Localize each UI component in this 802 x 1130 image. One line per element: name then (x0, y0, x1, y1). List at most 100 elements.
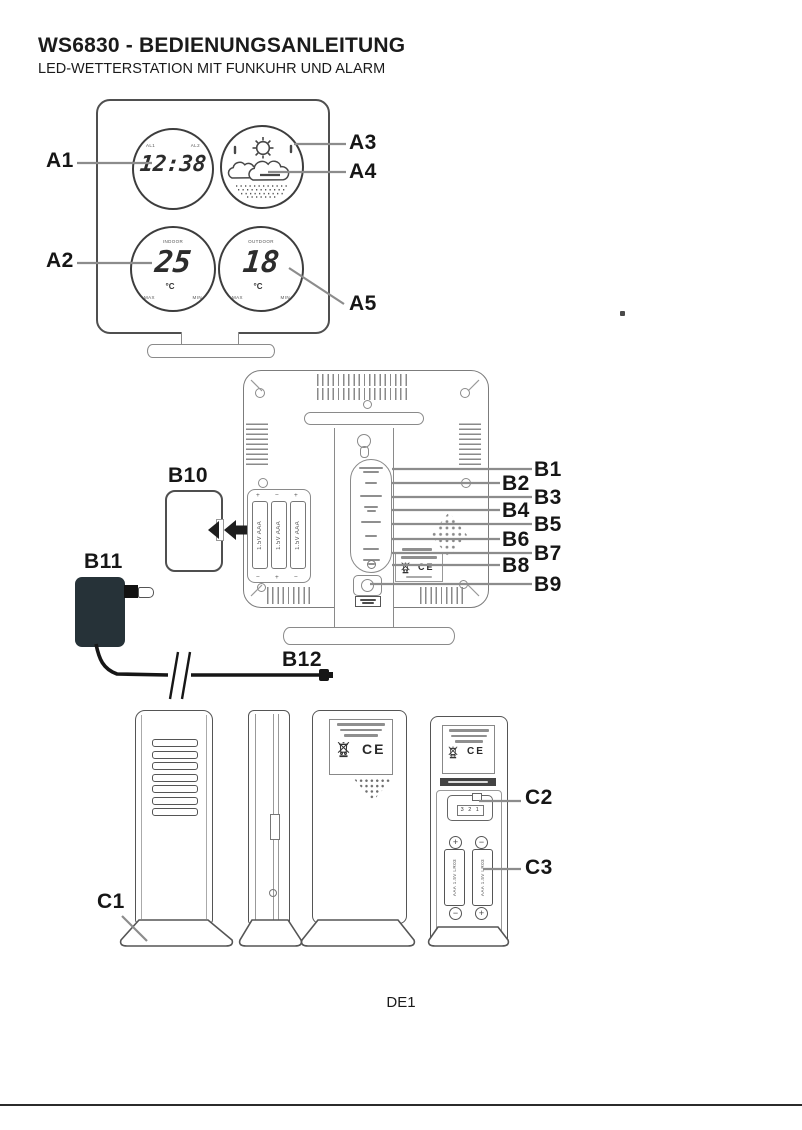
sensor-back-view: CE (312, 710, 407, 924)
battery-polarity-plus: + (449, 836, 462, 849)
bottom-vent-slots (267, 587, 311, 604)
sensor-side-screw (269, 889, 277, 897)
button-row (351, 503, 391, 516)
callout-label-b7: B7 (534, 542, 562, 565)
alarm1-indicator: AL1 (146, 143, 156, 148)
battery-cover-tab (216, 519, 224, 541)
sensor-battery: AAA 1.5V LR03 (444, 849, 465, 906)
rain-dots-icon (236, 185, 288, 198)
indoor-temp-display: INDOOR 25 °C MAX MIN (130, 226, 216, 312)
callout-label-b11: B11 (84, 550, 123, 573)
label-smudge (402, 548, 432, 551)
indoor-temp-value: 25 (153, 245, 193, 280)
callout-label-a3: A3 (349, 131, 377, 154)
battery-aaa: 1.5V AAA (252, 501, 268, 569)
callout-label-a4: A4 (349, 160, 377, 183)
weee-bin-icon (337, 741, 350, 757)
bottom-vent-slots (420, 587, 464, 604)
button-row (351, 463, 391, 476)
battery-aaa: 1.5V AAA (290, 501, 306, 569)
indoor-temp-unit: °C (165, 282, 175, 291)
callout-label-b4: B4 (502, 499, 530, 522)
callout-label-b10: B10 (168, 464, 209, 487)
callout-label-b6: B6 (502, 528, 530, 551)
min-indicator: MIN (280, 295, 290, 300)
outdoor-caption: OUTDOOR (248, 239, 274, 244)
alarm2-indicator: AL2 (190, 143, 200, 148)
weather-display (220, 125, 304, 209)
top-vent-slots (317, 388, 407, 400)
station-front-stand-base (147, 344, 275, 358)
battery-polarity: − (275, 492, 279, 499)
button-row (351, 542, 391, 555)
max-indicator: MAX (144, 295, 155, 300)
callout-label-b8: B8 (502, 554, 530, 577)
dc-rating-label (355, 596, 381, 607)
screw-hole (258, 478, 268, 488)
callout-label-c2: C2 (525, 786, 553, 809)
callout-label-a5: A5 (349, 292, 377, 315)
sensor-front-view (135, 710, 213, 924)
adapter-plug-tip (138, 587, 154, 598)
ce-mark: CE (467, 746, 485, 757)
outdoor-temp-display: OUTDOOR 18 °C MAX MIN (218, 226, 304, 312)
button-row (351, 476, 391, 489)
min-indicator: MIN (192, 295, 202, 300)
cable-break-marks (180, 651, 192, 700)
callout-label-b12: B12 (282, 648, 323, 671)
cloud-icon (227, 160, 290, 181)
sensor-back-open-view: CE 3 2 1 + − AAA 1.5V LR03 AAA 1.5V LR03… (430, 716, 508, 944)
outdoor-temp-unit: °C (253, 282, 263, 291)
side-vent-slots (459, 420, 481, 465)
battery-polarity: − (294, 574, 298, 581)
alarm-indicators: AL1 AL2 (146, 143, 200, 148)
button-row (351, 489, 391, 502)
channel-digits: 3 2 1 (457, 805, 484, 816)
top-vent-slots (317, 374, 407, 386)
channel-switch-slider (472, 793, 482, 801)
screw-hole (460, 388, 470, 398)
side-segment-icons (233, 144, 293, 155)
callout-label-c1: C1 (97, 890, 125, 913)
max-indicator: MAX (232, 295, 243, 300)
callout-label-b1: B1 (534, 458, 562, 481)
sensor-compliance-label: CE (442, 725, 495, 774)
stand-base (283, 627, 455, 645)
callout-label-b3: B3 (534, 486, 562, 509)
screw-hole (461, 478, 471, 488)
cable-plug-tip (329, 672, 333, 678)
battery-polarity: − (256, 574, 260, 581)
sensor-label-band (440, 778, 496, 786)
callout-label-b5: B5 (534, 513, 562, 536)
channel-switch: 3 2 1 (447, 793, 493, 821)
ce-mark: CE (418, 562, 435, 572)
hang-slot (304, 412, 424, 425)
callout-label-c3: C3 (525, 856, 553, 879)
battery-polarity: + (275, 574, 279, 581)
screw-hole (257, 583, 266, 592)
battery-aaa: 1.5V AAA (271, 501, 287, 569)
battery-polarity: + (256, 492, 260, 499)
sensor-compliance-label: CE (329, 719, 393, 775)
page-title: WS6830 - BEDIENUNGSANLEITUNG (38, 34, 406, 57)
print-artifact-dot (620, 311, 625, 316)
indoor-caption: INDOOR (162, 239, 184, 244)
sensor-speaker-dots (353, 778, 393, 801)
callout-label-a1: A1 (46, 149, 74, 172)
dc-jack (353, 575, 382, 596)
compliance-label: CE (395, 553, 443, 582)
battery-polarity-minus: − (449, 907, 462, 920)
screw-hole (255, 388, 265, 398)
page-number: DE1 (386, 994, 416, 1011)
callout-label-b9: B9 (534, 573, 562, 596)
clock-display: AL1 AL2 12:38 (132, 128, 214, 210)
ce-mark: CE (362, 740, 386, 757)
sensor-side-view (248, 710, 290, 924)
battery-polarity: + (294, 492, 298, 499)
outdoor-temp-value: 18 (241, 245, 281, 280)
side-vent-slots (246, 420, 268, 465)
power-adapter (75, 577, 125, 647)
cable-break-marks (168, 651, 180, 700)
weee-bin-icon (448, 745, 458, 758)
footer-rule (0, 1104, 802, 1106)
